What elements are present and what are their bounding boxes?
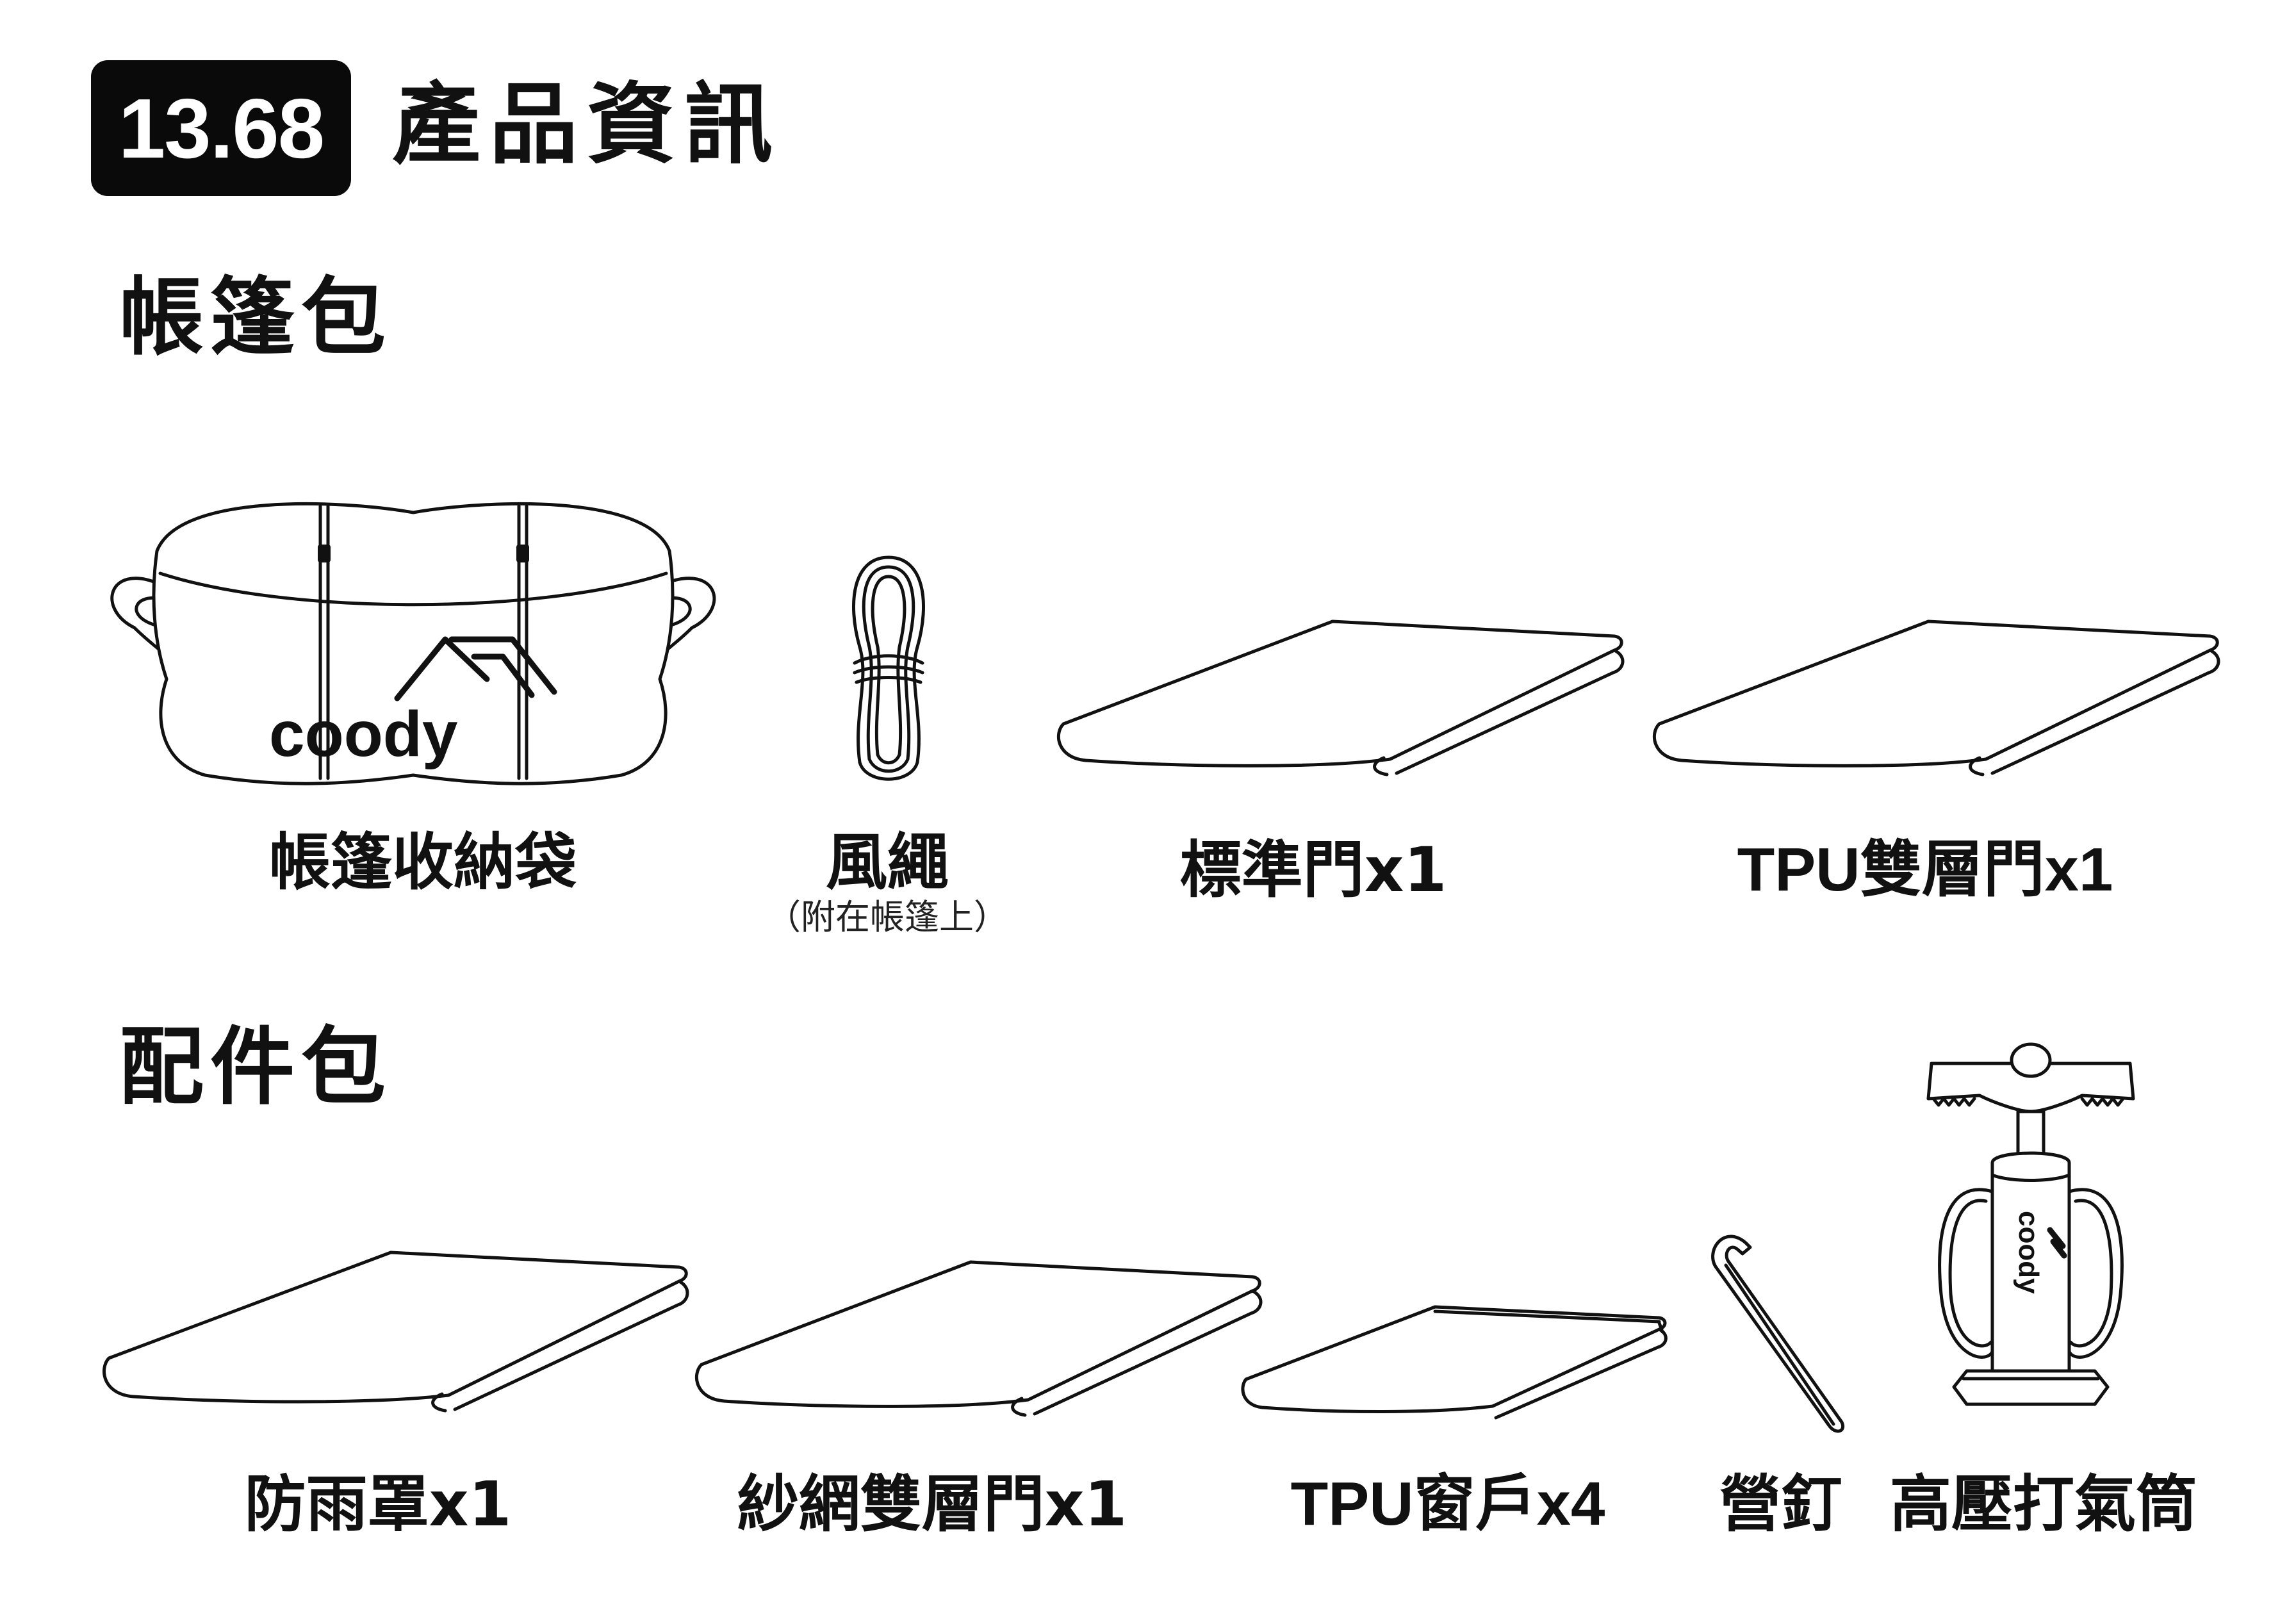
item-label-rain-cover: 防雨罩x1 [244,1468,512,1540]
tent-storage-bag-icon: coody [110,502,716,785]
folded-panel-icon [695,1260,1263,1417]
item-label-tent-stake: 營釘 [1719,1468,1842,1540]
folded-panel-icon [1653,619,2220,776]
item-label-tpu-double-door: TPU雙層門x1 [1737,835,2113,904]
folded-panel-icon [1057,619,1625,776]
section-number-badge: 13.68 [91,60,351,196]
page-title: 產品資訊 [392,73,782,176]
item-label-tent-bag: 帳篷收納袋 [269,826,577,898]
item-label-mesh-double-door: 紗網雙層門x1 [737,1468,1128,1540]
air-pump-icon: coody [1926,1042,2135,1406]
item-label-guy-rope: 風繩 [826,826,949,898]
section-title-tent-pack: 帳篷包 [119,268,392,367]
pump-brand-text: coody [2013,1211,2044,1294]
folded-panel-icon [102,1251,689,1413]
item-label-tpu-window: TPU窗戶x4 [1290,1470,1605,1538]
guy-rope-icon [852,555,925,781]
section-number: 13.68 [118,81,325,176]
item-label-standard-door: 標準門x1 [1179,834,1447,906]
item-note-guy-rope: （附在帳篷上） [766,897,1008,937]
item-label-air-pump: 高壓打氣筒 [1890,1468,2197,1540]
section-title-accessory-pack: 配件包 [119,1018,392,1117]
folded-panel-icon [1241,1305,1668,1420]
brand-logo-text: coody [269,698,458,770]
tent-stake-icon [1711,1234,1845,1433]
